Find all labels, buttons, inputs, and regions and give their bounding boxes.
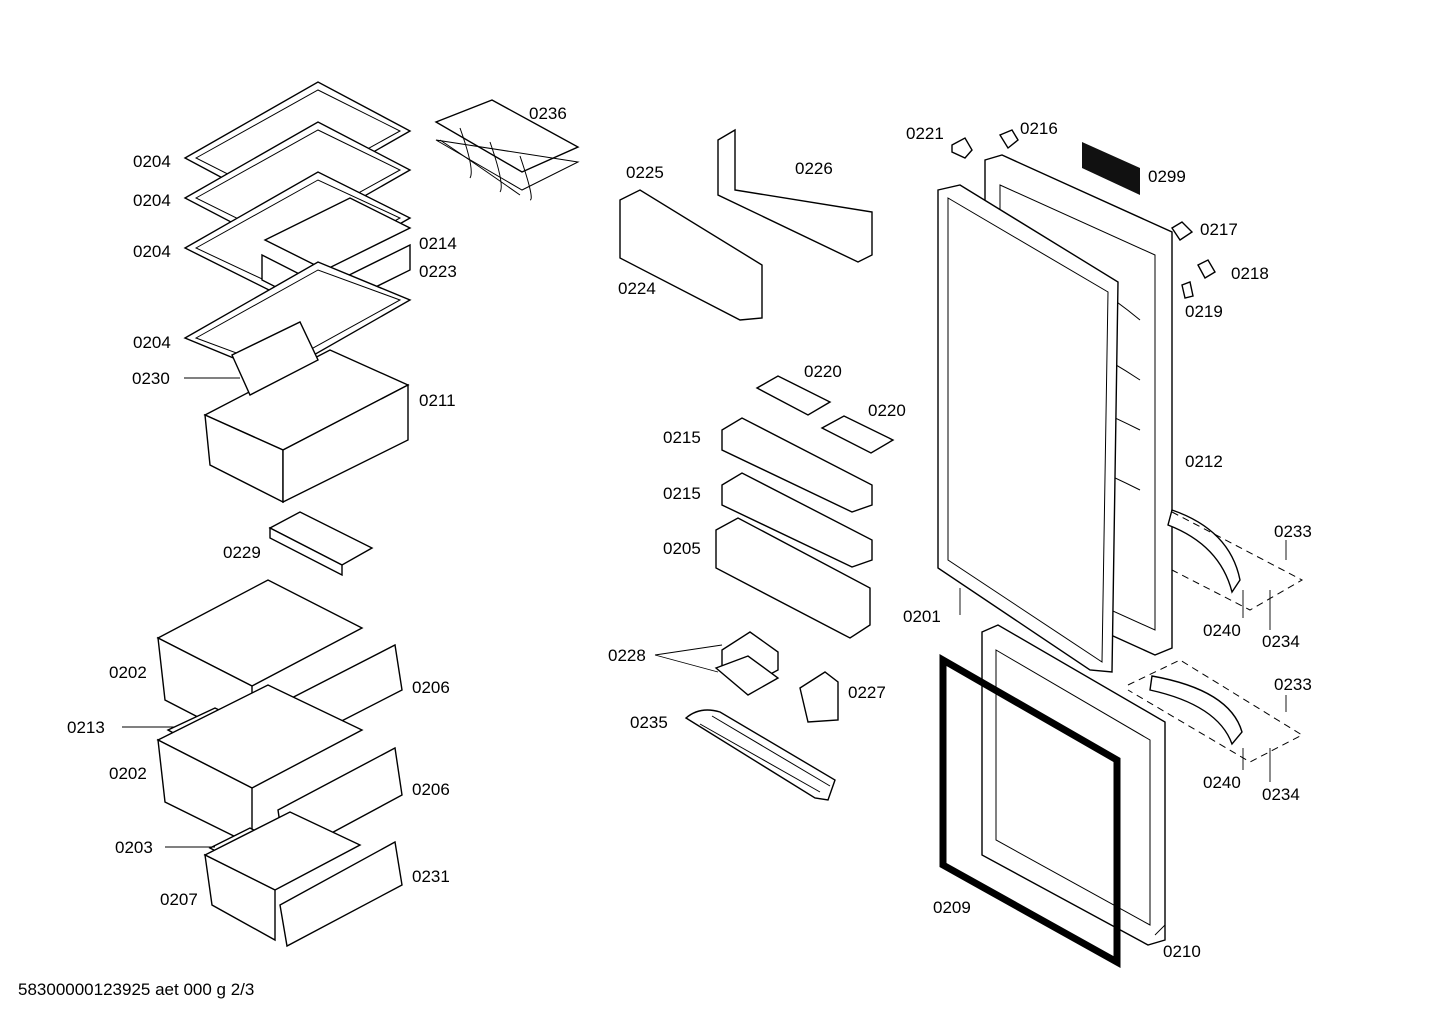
label-0235: 0235 [630, 713, 668, 732]
freezer-gasket-0209 [939, 653, 1121, 968]
label-0211: 0211 [419, 391, 456, 410]
label-0206-a: 0206 [412, 678, 450, 697]
label-0229: 0229 [223, 543, 261, 562]
label-0217: 0217 [1200, 220, 1238, 239]
label-0201: 0201 [903, 607, 941, 626]
part-0219 [1181, 281, 1194, 299]
cup-0228 [714, 631, 780, 696]
label-0299: 0299 [1148, 167, 1186, 186]
handle-0233-2 [1127, 659, 1304, 763]
door-bin-0215-1 [721, 417, 873, 513]
wine-rack-0236 [434, 99, 580, 201]
label-0202-b: 0202 [109, 764, 147, 783]
egg-tray-0220-2 [820, 415, 895, 454]
label-0204-a: 0204 [133, 152, 171, 171]
label-0236: 0236 [529, 104, 567, 123]
part-0217 [1171, 221, 1194, 241]
label-0233-a: 0233 [1274, 522, 1312, 541]
label-0240-a: 0240 [1203, 621, 1241, 640]
label-0205: 0205 [663, 539, 701, 558]
part-0218 [1197, 259, 1216, 279]
label-0228: 0228 [608, 646, 646, 665]
label-0234-a: 0234 [1262, 632, 1300, 651]
label-0234-b: 0234 [1262, 785, 1300, 804]
label-0204-b: 0204 [133, 191, 171, 210]
freezer-drawer-3 [203, 811, 403, 948]
part-0221 [951, 137, 973, 159]
label-0240-b: 0240 [1203, 773, 1241, 792]
label-0221: 0221 [906, 124, 944, 143]
door-bin-0205 [715, 517, 871, 639]
label-0223: 0223 [419, 262, 457, 281]
label-0220-b: 0220 [868, 401, 906, 420]
label-0202-a: 0202 [109, 663, 147, 682]
part-0216 [998, 129, 1019, 150]
label-0216: 0216 [1020, 119, 1058, 138]
label-0231: 0231 [412, 867, 450, 886]
leader-lines [122, 377, 1287, 936]
label-0226: 0226 [795, 159, 833, 178]
door-gasket-0201 [937, 184, 1119, 673]
label-0215-b: 0215 [663, 484, 701, 503]
label-0233-b: 0233 [1274, 675, 1312, 694]
egg-tray-0220-1 [755, 375, 832, 416]
label-0206-b: 0206 [412, 780, 450, 799]
door-bin-0215-2 [721, 472, 873, 568]
label-0230: 0230 [132, 369, 170, 388]
label-0224: 0224 [618, 279, 656, 298]
document-footer-code: 58300000123925 aet 000 g 2/3 [18, 980, 255, 999]
label-0212: 0212 [1185, 452, 1223, 471]
crisper-bin-0211 [203, 321, 410, 504]
ice-tray-0229 [268, 511, 374, 577]
freezer-door-0210 [981, 624, 1166, 946]
label-0214: 0214 [419, 234, 457, 253]
handle-0233-1 [1167, 509, 1304, 611]
label-0209: 0209 [933, 898, 971, 917]
label-0219: 0219 [1185, 302, 1223, 321]
label-0215-a: 0215 [663, 428, 701, 447]
label-0227: 0227 [848, 683, 886, 702]
holder-0227 [799, 671, 839, 723]
label-0225: 0225 [626, 163, 664, 182]
door-bin-0226 [717, 128, 873, 263]
label-strip-0299 [1082, 142, 1140, 195]
label-0218: 0218 [1231, 264, 1269, 283]
label-0220-a: 0220 [804, 362, 842, 381]
label-0203: 0203 [115, 838, 153, 857]
door-bin-cover-0224 [619, 189, 763, 321]
label-0207: 0207 [160, 890, 198, 909]
label-0204-d: 0204 [133, 333, 171, 352]
label-0210: 0210 [1163, 942, 1201, 961]
label-0213: 0213 [67, 718, 105, 737]
wire-rack-0235 [684, 709, 836, 801]
label-0204-c: 0204 [133, 242, 171, 261]
